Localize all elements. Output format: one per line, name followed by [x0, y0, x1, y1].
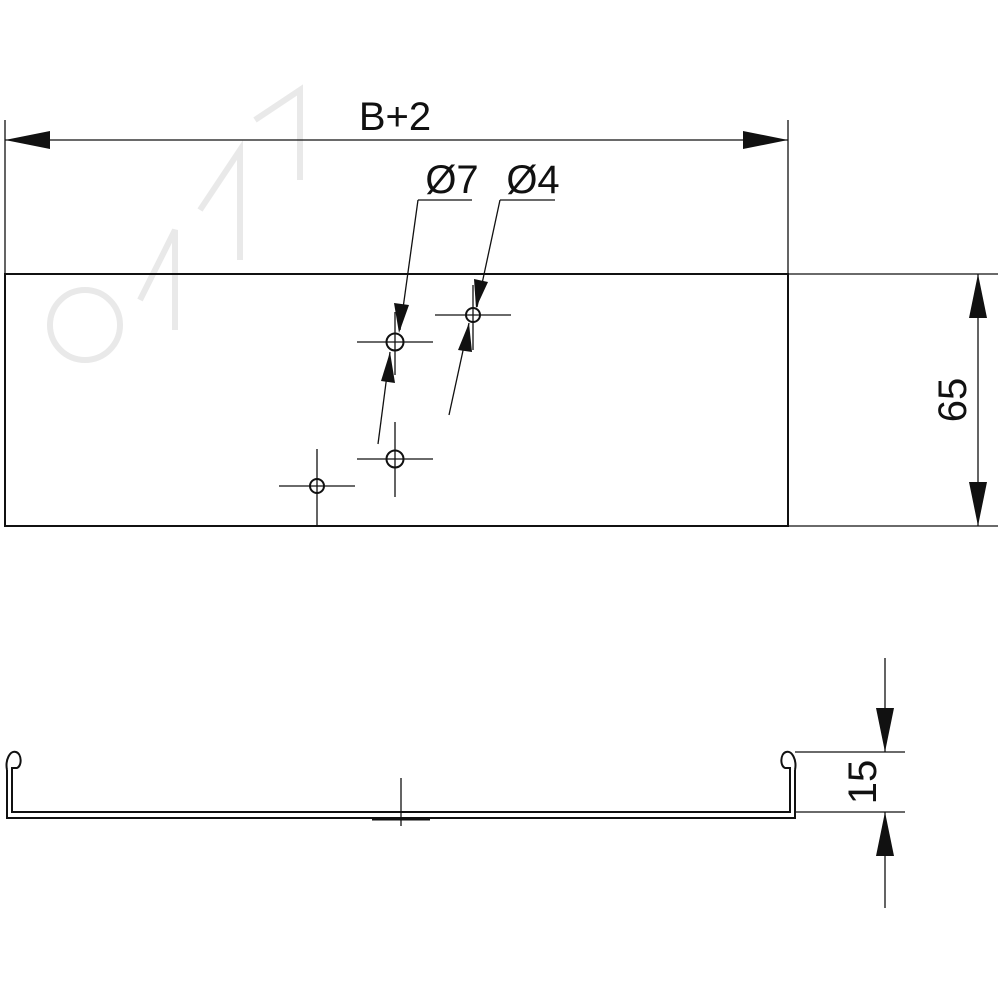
hole-small-upper [435, 285, 511, 350]
flange-arrow-bottom [876, 812, 894, 856]
height-arrow-top [969, 274, 987, 318]
width-arrow-left [5, 131, 50, 149]
top-view: B+2 Ø7 [4, 95, 998, 527]
hole-large-upper [357, 312, 433, 375]
flange-dimension-label: 15 [841, 760, 885, 805]
hole-large-lower [357, 422, 433, 497]
section-view: 15 [5, 658, 905, 908]
width-dimension-label: B+2 [359, 95, 431, 139]
width-arrow-right [743, 131, 788, 149]
height-arrow-bottom [969, 482, 987, 526]
diameter-7-label: Ø7 [425, 158, 478, 202]
diameter-4-label: Ø4 [506, 158, 559, 202]
watermark [47, 84, 303, 363]
flange-arrow-top [876, 708, 894, 752]
plate-outline [4, 273, 789, 527]
hole-small-lower [279, 449, 355, 526]
diameter-7-leader: Ø7 [377, 158, 479, 445]
diameter-4-leader: Ø4 [448, 158, 560, 416]
height-dimension-label: 65 [931, 378, 975, 423]
